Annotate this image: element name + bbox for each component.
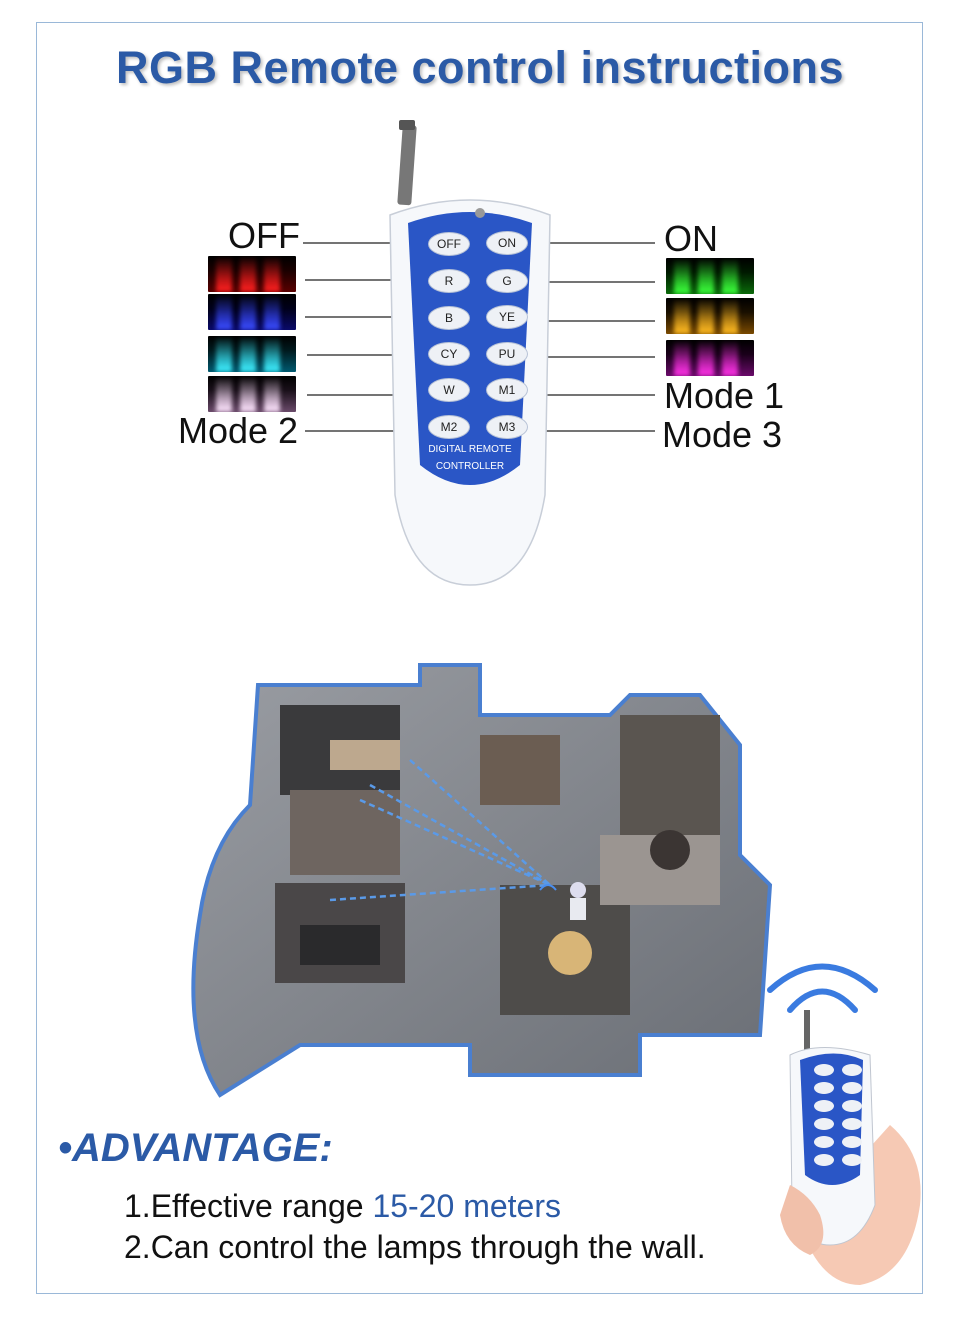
advantage-item-2: 2.Can control the lamps through the wall… [124, 1229, 706, 1265]
page-title: RGB Remote control instructions [115, 42, 845, 93]
advantage-heading-text: ADVANTAGE: [72, 1126, 333, 1170]
remote-button-on[interactable]: ON [486, 231, 528, 255]
swatch-white [208, 376, 296, 412]
label-on: ON [664, 218, 718, 259]
remote-button-m3[interactable]: M3 [486, 415, 528, 439]
swatch-green [666, 258, 754, 294]
remote-button-m1[interactable]: M1 [486, 378, 528, 402]
remote-brand-line2: CONTROLLER [435, 461, 505, 472]
swatch-cyan [208, 336, 296, 372]
label-mode-3: Mode 3 [662, 414, 783, 455]
remote-brand-line1: DIGITAL REMOTE [428, 444, 512, 455]
remote-button-cy[interactable]: CY [428, 342, 470, 366]
label-mode-2: Mode 2 [178, 410, 299, 451]
remote-button-ye[interactable]: YE [486, 305, 528, 329]
swatch-red [208, 256, 296, 292]
swatch-blue [208, 294, 296, 330]
remote-button-r[interactable]: R [428, 269, 470, 293]
house-floorplan-illustration [191, 663, 773, 1098]
hand-remote-illustration [767, 963, 921, 1285]
label-off: OFF [228, 215, 300, 256]
advantage-heading: •ADVANTAGE: [58, 1126, 333, 1170]
remote-button-g[interactable]: G [486, 269, 528, 293]
remote-button-off[interactable]: OFF [428, 232, 470, 256]
remote-button-w[interactable]: W [428, 378, 470, 402]
label-mode-1: Mode 1 [664, 375, 785, 416]
advantage-item-1-text: 1.Effective range [124, 1188, 373, 1224]
advantage-item-1-highlight: 15-20 meters [372, 1188, 561, 1224]
advantage-item-1: 1.Effective range 15-20 meters [124, 1188, 561, 1225]
swatch-yellow [666, 298, 754, 334]
remote-button-pu[interactable]: PU [486, 342, 528, 366]
page-frame [36, 22, 923, 1294]
swatch-purple [666, 340, 754, 376]
remote-controller: DIGITAL REMOTE CONTROLLER OFF ON R G B Y… [370, 115, 570, 595]
remote-button-b[interactable]: B [428, 306, 470, 330]
remote-button-m2[interactable]: M2 [428, 415, 470, 439]
